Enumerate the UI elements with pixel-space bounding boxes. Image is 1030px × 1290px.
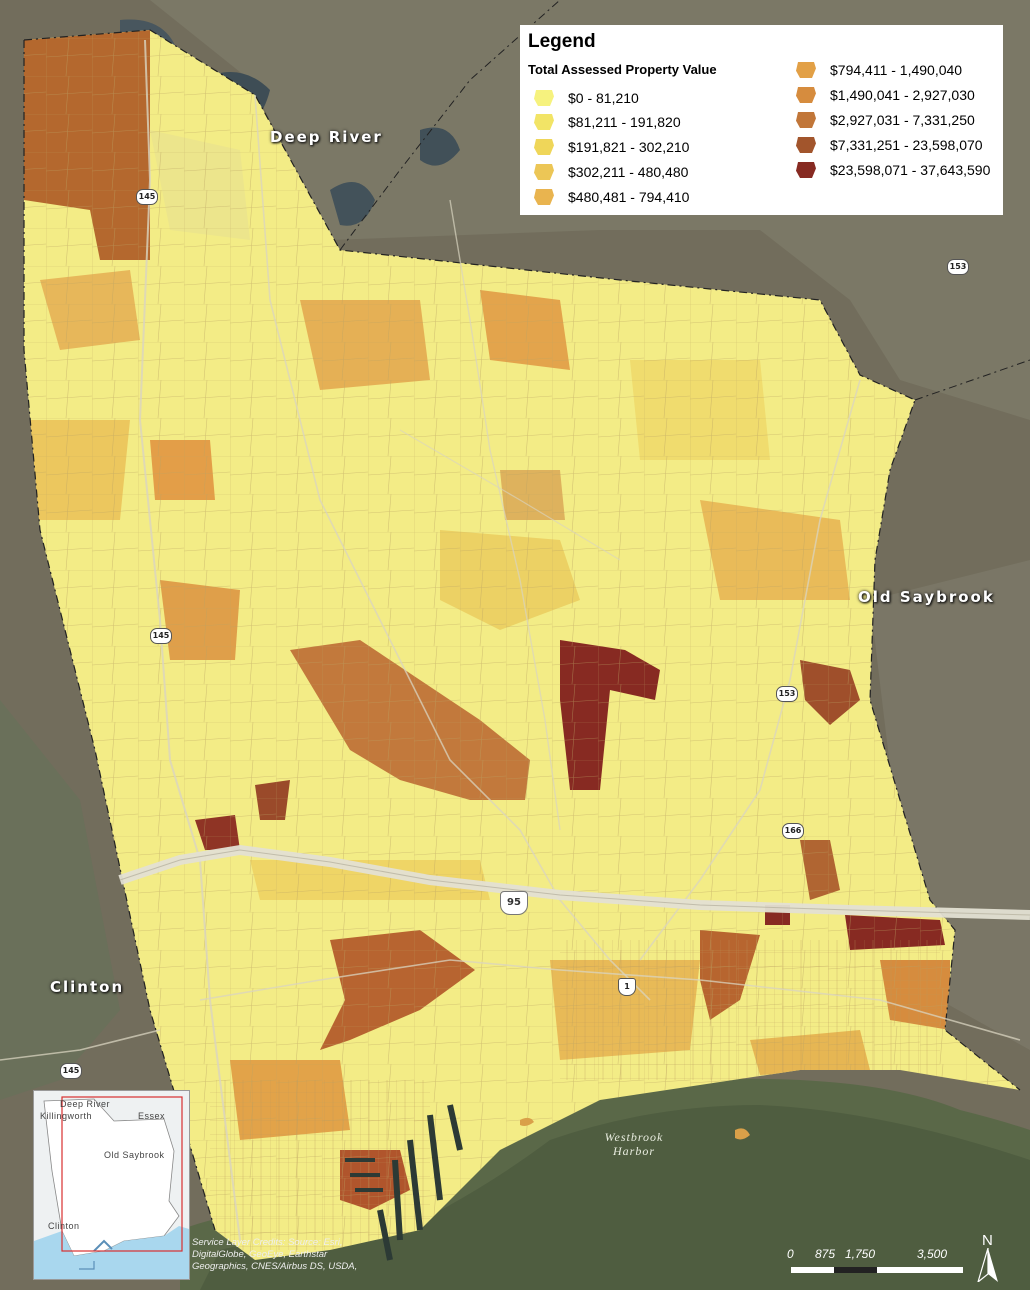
interstate-95-shield: 95 [500, 891, 528, 915]
legend-label: $1,490,041 - 2,927,030 [830, 87, 975, 103]
legend-swatch [534, 90, 554, 106]
route-145-shield-west: 145 [60, 1063, 82, 1079]
legend-label: $794,411 - 1,490,040 [830, 62, 963, 78]
legend-item: $191,821 - 302,210 [534, 136, 689, 158]
scale-label-875: 875 [815, 1247, 836, 1261]
legend-item: $794,411 - 1,490,040 [796, 59, 962, 81]
service-layer-credits: Service Layer Credits: Source: Esri, Dig… [192, 1237, 358, 1272]
legend-swatch [534, 164, 554, 180]
legend-swatch [534, 189, 554, 205]
north-letter: N [982, 1232, 993, 1249]
inset-label-old-saybrook: Old Saybrook [104, 1150, 165, 1160]
us-route-1-shield: 1 [618, 978, 636, 996]
harbor-line2: Harbor [612, 1144, 655, 1158]
inset-locator-map: Deep River Killingworth Essex Old Saybro… [33, 1090, 190, 1280]
legend-swatch [796, 137, 816, 153]
legend-label: $191,821 - 302,210 [568, 139, 690, 155]
scale-bar-graphic [791, 1267, 963, 1273]
legend-swatch [534, 139, 554, 155]
route-145-shield-north: 145 [136, 189, 158, 205]
scale-label-3500: 3,500 [917, 1247, 948, 1261]
route-153-shield-northeast: 153 [947, 259, 969, 275]
label-deep-river: Deep River [270, 128, 383, 146]
scale-label-0: 0 [787, 1247, 794, 1261]
legend-swatch [796, 112, 816, 128]
legend-item: $302,211 - 480,480 [534, 161, 688, 183]
label-old-saybrook: Old Saybrook [858, 588, 995, 606]
legend-item: $2,927,031 - 7,331,250 [796, 109, 975, 131]
legend-label: $23,598,071 - 37,643,590 [830, 162, 991, 178]
legend-subtitle: Total Assessed Property Value [528, 62, 717, 77]
legend-label: $0 - 81,210 [568, 90, 639, 106]
label-clinton: Clinton [50, 978, 125, 996]
label-westbrook-harbor: Westbrook Harbor [596, 1130, 672, 1158]
legend-swatch [796, 87, 816, 103]
legend-item: $480,481 - 794,410 [534, 186, 689, 208]
inset-label-essex: Essex [138, 1111, 166, 1121]
legend-swatch [534, 114, 554, 130]
legend-swatch [796, 62, 816, 78]
route-166-shield: 166 [782, 823, 804, 839]
route-153-shield-mid: 153 [776, 686, 798, 702]
legend-label: $480,481 - 794,410 [568, 189, 690, 205]
inset-label-killingworth: Killingworth [40, 1111, 93, 1121]
legend-item: $81,211 - 191,820 [534, 111, 681, 133]
legend-label: $302,211 - 480,480 [568, 164, 689, 180]
legend-item: $0 - 81,210 [534, 87, 639, 109]
north-arrow-icon [977, 1248, 998, 1282]
legend-label: $81,211 - 191,820 [568, 114, 681, 130]
legend-title: Legend [528, 31, 596, 52]
legend-item: $23,598,071 - 37,643,590 [796, 159, 990, 181]
legend-panel: Legend Total Assessed Property Value $0 … [520, 25, 1003, 215]
legend-label: $2,927,031 - 7,331,250 [830, 112, 975, 128]
legend-label: $7,331,251 - 23,598,070 [830, 137, 983, 153]
legend-swatch [796, 162, 816, 178]
inset-label-clinton: Clinton [48, 1221, 80, 1231]
inset-map-graphic [34, 1091, 189, 1279]
scale-bar: 0 875 1,750 3,500 [787, 1247, 967, 1277]
inset-label-deep-river: Deep River [60, 1099, 111, 1109]
legend-item: $7,331,251 - 23,598,070 [796, 134, 983, 156]
harbor-line1: Westbrook [604, 1130, 664, 1144]
route-145-shield-mid: 145 [150, 628, 172, 644]
north-arrow: N [970, 1232, 1010, 1282]
scale-label-1750: 1,750 [845, 1247, 876, 1261]
legend-item: $1,490,041 - 2,927,030 [796, 84, 975, 106]
